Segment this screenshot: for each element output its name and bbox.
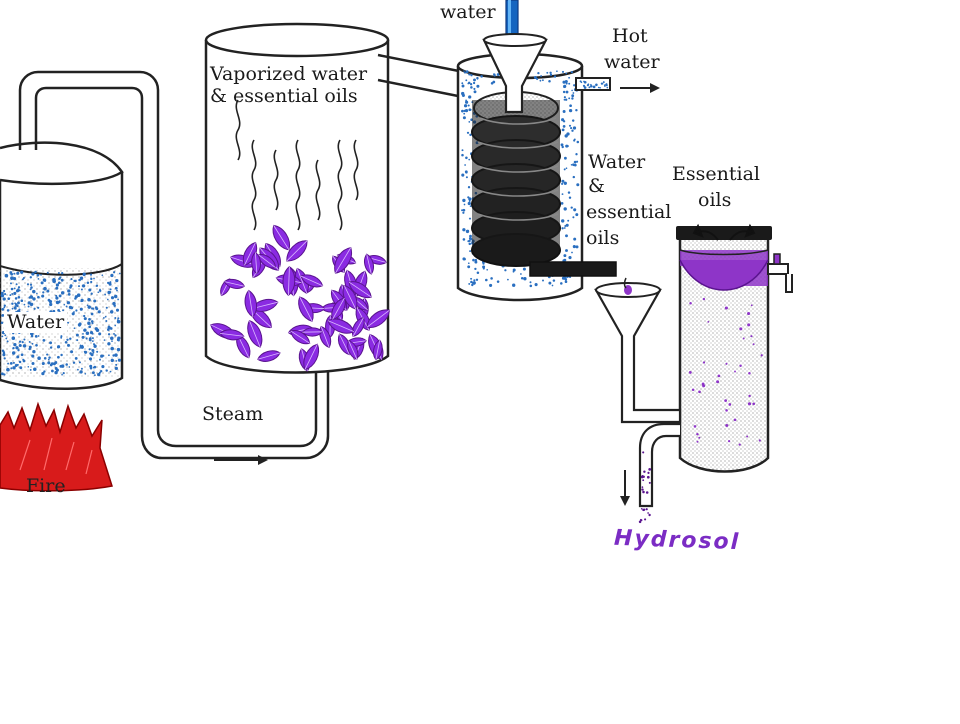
hydrosol-drain-pipe: [640, 424, 680, 506]
label-vaporized-2: & essential oils: [210, 86, 358, 107]
label-water-oils-3: essential: [586, 202, 671, 223]
label-essential-oils: oils: [698, 190, 731, 211]
label-steam: Steam: [202, 404, 263, 425]
label-water-oils-4: oils: [586, 228, 619, 249]
hot-water-outlet: [576, 78, 610, 90]
label-hot: Hot: [612, 26, 648, 47]
separator-tap-icon: [768, 254, 792, 292]
label-vaporized-1: Vaporized water: [210, 64, 367, 85]
water-tank: [0, 143, 122, 389]
collecting-funnel: [596, 278, 680, 422]
label-water-tank: Water: [4, 312, 67, 333]
condenser-outlet-pipe: [530, 262, 616, 276]
condenser-coil: [472, 92, 560, 266]
label-fire: Fire: [26, 476, 66, 497]
label-hot-water: water: [604, 52, 660, 73]
condenser: [458, 54, 660, 300]
label-essential: Essential: [672, 164, 760, 185]
steam-arrow: [214, 455, 268, 465]
oil-separator: [620, 226, 792, 523]
hot-water-arrow: [620, 83, 660, 93]
hydrosol-arrow: [620, 470, 630, 506]
label-water-oils-1: Water: [588, 152, 645, 173]
label-water-inlet: water: [440, 2, 496, 23]
label-hydrosol: Hydrosol: [614, 526, 741, 555]
label-water-oils-2: &: [588, 176, 605, 197]
